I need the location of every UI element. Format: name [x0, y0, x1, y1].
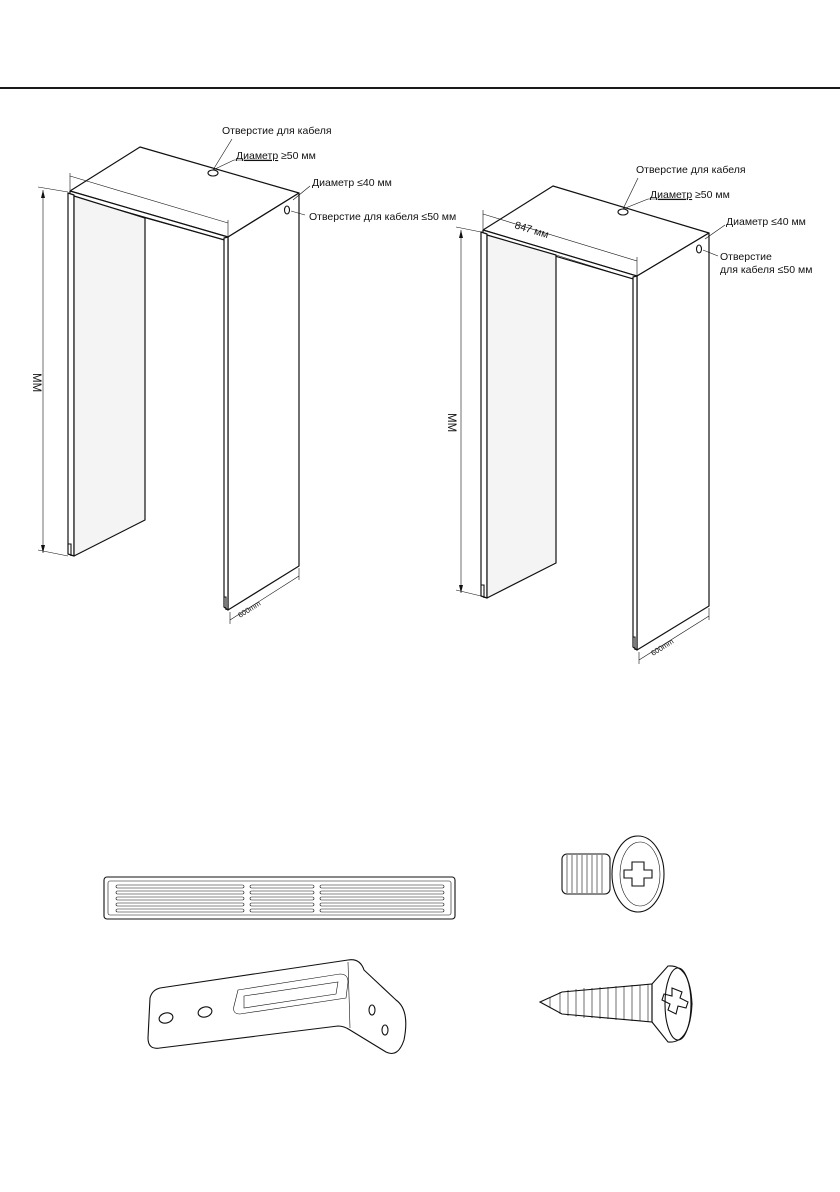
vent-grille	[104, 877, 455, 919]
right-height-unit: MM	[445, 413, 457, 432]
right-side-hole-label-2: для кабеля ≤50 мм	[720, 264, 812, 276]
left-hole-top-diameter-value: ≥50 мм	[281, 150, 316, 162]
countersunk-screw-icon	[540, 966, 692, 1042]
left-cabinet-right-edge	[224, 237, 228, 610]
right-cabinet-left-inner	[487, 235, 556, 598]
right-cabinet-left-edge	[481, 232, 487, 598]
right-cabinet-right-panel	[637, 233, 709, 650]
pan-head-screw-icon	[562, 836, 664, 912]
left-cabinet-right-panel	[228, 193, 299, 610]
left-hole-top-label: Отверстие для кабеля	[222, 125, 332, 137]
left-cabinet: Отверстие для кабеля Диаметр ≥50 мм Диам…	[30, 125, 456, 624]
left-cabinet-left-edge	[68, 193, 74, 556]
right-hole-top-diameter: Диаметр	[650, 189, 692, 201]
left-side-diameter-label: Диаметр ≤40 мм	[312, 177, 392, 189]
left-cabinet-left-inner	[74, 196, 145, 556]
left-height-unit: MM	[30, 373, 42, 392]
right-cabinet-right-edge	[633, 276, 637, 650]
right-side-hole-label-1: Отверстие	[720, 251, 772, 263]
l-bracket-icon	[148, 960, 406, 1054]
left-side-hole-label: Отверстие для кабеля ≤50 мм	[309, 211, 456, 223]
right-hole-top-label: Отверстие для кабеля	[636, 164, 746, 176]
right-hole-top-diameter-value: ≥50 мм	[695, 189, 730, 201]
right-side-diameter-label: Диаметр ≤40 мм	[726, 216, 806, 228]
left-hole-top-diameter: Диаметр	[236, 150, 278, 162]
right-cabinet: Отверстие для кабеля Диаметр ≥50 мм 847 …	[445, 164, 812, 664]
